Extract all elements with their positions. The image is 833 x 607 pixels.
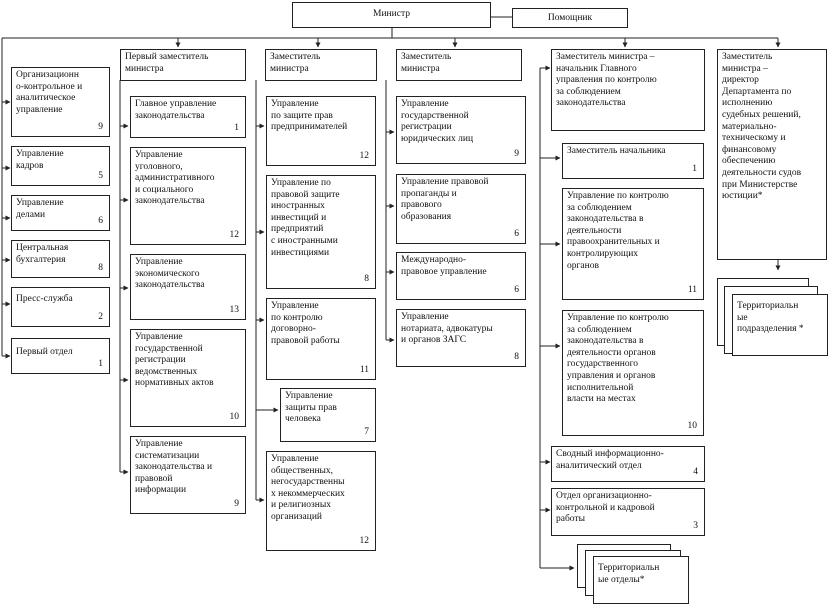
unit-label: Пресс-служба: [16, 294, 73, 304]
minister-unit: Центральная бухгалтерия 8: [11, 240, 110, 278]
unit-staff-count: 8: [364, 274, 369, 285]
unit-label: Управление государственной регистрации в…: [135, 332, 214, 389]
minister-label: Министр: [373, 9, 410, 19]
deputy-3-unit: Управление нотариата, адвокатуры и орган…: [396, 309, 526, 367]
minister-unit: Управление кадров 5: [11, 146, 110, 186]
unit-staff-count: 12: [229, 230, 240, 241]
deputy-4-label: Заместитель министра – начальник Главног…: [556, 52, 657, 109]
assistant-box: Помощник: [512, 8, 628, 28]
deputy-3-unit: Управление правовой пропаганды и правово…: [396, 174, 526, 244]
unit-staff-count: 6: [514, 285, 519, 296]
minister-box: Министр: [292, 2, 491, 28]
minister-unit: Организационн о-контрольное и аналитичес…: [11, 67, 110, 137]
deputy-2-unit: Управление по контролю договорно- правов…: [266, 298, 376, 380]
unit-label: Управление кадров: [16, 149, 64, 171]
unit-label: Управление по защите прав предпринимател…: [271, 99, 348, 133]
unit-label: Центральная бухгалтерия: [16, 243, 69, 265]
unit-label: Управление по контролю за соблюдением за…: [567, 191, 669, 271]
deputy-4-box: Заместитель министра – начальник Главног…: [551, 49, 705, 131]
territorial-div-label: Территориальн ые подразделения *: [737, 301, 804, 335]
unit-label: Главное управление законодательства: [135, 99, 217, 121]
first-deputy-unit: Управление экономического законодательст…: [130, 254, 246, 320]
assistant-label: Помощник: [547, 13, 593, 23]
unit-staff-count: 9: [98, 122, 103, 133]
unit-staff-count: 6: [514, 229, 519, 240]
unit-staff-count: 6: [98, 216, 103, 227]
deputy-4-unit: Заместитель начальника 1: [562, 143, 704, 179]
unit-staff-count: 1: [692, 164, 697, 175]
unit-label: Сводный информационно- аналитический отд…: [556, 449, 664, 471]
unit-staff-count: 3: [693, 521, 698, 532]
unit-label: Управление общественных, негосударственн…: [271, 454, 345, 522]
unit-label: Управление уголовного, административного…: [135, 150, 215, 207]
deputy-3-box: Заместитель министра: [396, 49, 522, 81]
unit-staff-count: 5: [98, 171, 103, 182]
deputy-4-unit: Управление по контролю за соблюдением за…: [562, 310, 704, 436]
unit-staff-count: 1: [98, 359, 103, 370]
unit-label: Управление по контролю за соблюдением за…: [567, 313, 669, 405]
unit-label: Управление по контролю договорно- правов…: [271, 301, 340, 346]
unit-staff-count: 1: [234, 123, 239, 134]
deputy-4-unit: Отдел организационно- контрольной и кадр…: [551, 488, 705, 536]
unit-staff-count: 12: [359, 151, 370, 162]
first-deputy-label: Первый заместитель министра: [125, 52, 209, 74]
deputy-5-box: Заместитель министра – директор Департам…: [717, 49, 827, 260]
deputy-4-unit: Управление по контролю за соблюдением за…: [562, 188, 704, 300]
unit-staff-count: 8: [514, 352, 519, 363]
unit-staff-count: 10: [687, 421, 698, 432]
deputy-5-label: Заместитель министра – директор Департам…: [722, 52, 802, 202]
unit-staff-count: 8: [98, 263, 103, 274]
unit-label: Международно- правовое управление: [401, 255, 487, 277]
deputy-2-unit: Управление по защите прав предпринимател…: [266, 96, 376, 166]
deputy-3-label: Заместитель министра: [401, 52, 452, 74]
unit-staff-count: 11: [687, 285, 697, 296]
deputy-2-box: Заместитель министра: [265, 49, 377, 81]
first-deputy-unit: Управление уголовного, административного…: [130, 147, 246, 245]
territorial-dept-box: Территориальн ые отделы*: [593, 556, 689, 604]
unit-label: Заместитель начальника: [567, 146, 666, 156]
first-deputy-box: Первый заместитель министра: [120, 49, 246, 81]
unit-staff-count: 12: [359, 536, 370, 547]
minister-unit: Управление делами 6: [11, 195, 110, 231]
territorial-dept-label: Территориальн ые отделы*: [598, 563, 660, 585]
deputy-2-unit: Управление защиты прав человека 7: [280, 388, 376, 442]
territorial-div-box: Территориальн ые подразделения *: [732, 294, 828, 356]
first-deputy-unit: Управление систематизации законодательст…: [130, 436, 246, 514]
unit-label: Первый отдел: [16, 347, 73, 357]
unit-staff-count: 4: [693, 467, 698, 478]
unit-staff-count: 9: [234, 499, 239, 510]
unit-staff-count: 10: [229, 412, 240, 423]
unit-staff-count: 2: [98, 312, 103, 323]
unit-label: Отдел организационно- контрольной и кадр…: [556, 491, 655, 525]
unit-label: Управление правовой пропаганды и правово…: [401, 177, 489, 222]
deputy-4-unit: Сводный информационно- аналитический отд…: [551, 446, 705, 482]
deputy-3-unit: Управление государственной регистрации ю…: [396, 96, 526, 164]
unit-label: Управление систематизации законодательст…: [135, 439, 213, 496]
unit-label: Управление по правовой защите иностранны…: [271, 178, 340, 258]
unit-label: Управление экономического законодательст…: [135, 257, 205, 291]
minister-unit: Первый отдел 1: [11, 338, 110, 374]
deputy-2-unit: Управление общественных, негосударственн…: [266, 451, 376, 551]
unit-label: Организационн о-контрольное и аналитичес…: [16, 70, 83, 115]
unit-staff-count: 7: [364, 427, 369, 438]
unit-label: Управление нотариата, адвокатуры и орган…: [401, 312, 493, 346]
deputy-2-unit: Управление по правовой защите иностранны…: [266, 175, 376, 289]
unit-label: Управление защиты прав человека: [285, 391, 337, 425]
unit-label: Управление государственной регистрации ю…: [401, 99, 474, 144]
deputy-3-unit: Международно- правовое управление 6: [396, 252, 526, 300]
first-deputy-unit: Управление государственной регистрации в…: [130, 329, 246, 427]
unit-staff-count: 11: [359, 365, 369, 376]
unit-staff-count: 13: [229, 305, 240, 316]
minister-unit: Пресс-служба 2: [11, 287, 110, 327]
unit-staff-count: 9: [514, 149, 519, 160]
first-deputy-unit: Главное управление законодательства 1: [130, 96, 246, 138]
deputy-2-label: Заместитель министра: [270, 52, 321, 74]
unit-label: Управление делами: [16, 198, 64, 220]
